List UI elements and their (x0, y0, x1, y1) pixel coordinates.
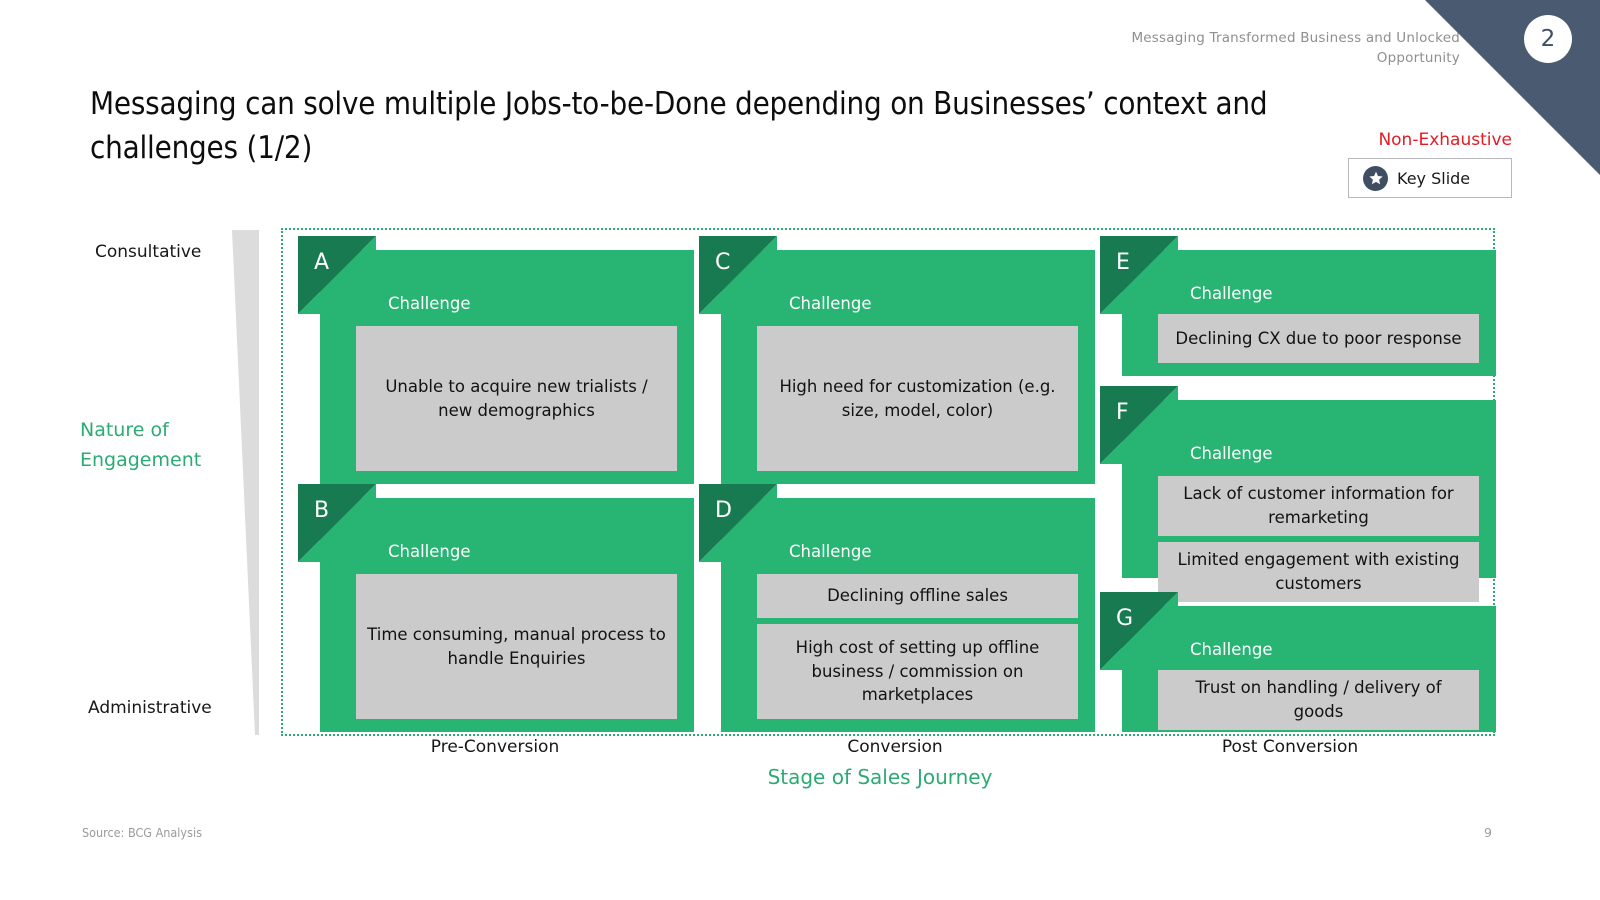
card-letter: E (1116, 250, 1130, 275)
x-axis-tick-post-conversion: Post Conversion (1221, 737, 1359, 757)
card-body: Challenge Declining CX due to poor respo… (1122, 250, 1496, 376)
card-items: Lack of customer information for remarke… (1158, 476, 1479, 602)
card-corner-fold (1100, 592, 1178, 670)
card-item: Declining offline sales (757, 574, 1078, 618)
card-letter: D (715, 498, 732, 523)
card-corner-fold (298, 484, 376, 562)
card-items: Declining offline sales High cost of set… (757, 574, 1078, 719)
card-items: Trust on handling / delivery of goods (1158, 670, 1479, 730)
card-corner-fold (699, 484, 777, 562)
card-letter: F (1116, 400, 1129, 425)
card-corner-fold (1100, 386, 1178, 464)
challenge-card-b[interactable]: Challenge Time consuming, manual process… (298, 484, 694, 732)
key-slide-badge[interactable]: Key Slide (1348, 158, 1512, 198)
y-axis-top-label: Consultative (95, 242, 202, 262)
star-badge-icon (1363, 165, 1388, 191)
card-items: Unable to acquire new trialists / new de… (356, 326, 677, 471)
y-axis-gradient-wedge (230, 230, 260, 735)
card-corner-fold (699, 236, 777, 314)
card-item: Limited engagement with existing custome… (1158, 541, 1479, 602)
card-body: Challenge Declining offline sales High c… (721, 498, 1095, 732)
page-number: 9 (1484, 825, 1492, 840)
card-heading: Challenge (1190, 284, 1273, 303)
card-letter: A (314, 250, 330, 275)
challenge-card-d[interactable]: Challenge Declining offline sales High c… (699, 484, 1095, 732)
card-letter: B (314, 498, 330, 523)
card-body: Challenge Time consuming, manual process… (320, 498, 694, 732)
card-corner-fold (1100, 236, 1178, 314)
header-kicker: Messaging Transformed Business and Unloc… (1131, 30, 1460, 67)
page-title: Messaging can solve multiple Jobs-to-be-… (90, 86, 1268, 167)
x-axis-title: Stage of Sales Journey (767, 765, 993, 789)
card-letter: G (1116, 606, 1134, 631)
card-item: High cost of setting up offline business… (757, 624, 1078, 719)
non-exhaustive-label: Non-Exhaustive (1378, 130, 1512, 150)
card-body: Challenge High need for customization (e… (721, 250, 1095, 484)
source-note: Source: BCG Analysis (82, 825, 202, 840)
card-item: High need for customization (e.g. size, … (757, 326, 1078, 471)
key-slide-label: Key Slide (1397, 168, 1471, 188)
card-body: Challenge Trust on handling / delivery o… (1122, 606, 1496, 732)
card-body: Challenge Lack of customer information f… (1122, 400, 1496, 602)
section-number-badge: 2 (1524, 15, 1572, 63)
card-corner-fold (298, 236, 376, 314)
card-item: Declining CX due to poor response (1158, 314, 1479, 363)
card-heading: Challenge (789, 294, 872, 313)
card-item: Unable to acquire new trialists / new de… (356, 326, 677, 471)
challenge-card-e[interactable]: Challenge Declining CX due to poor respo… (1100, 236, 1496, 376)
card-item: Trust on handling / delivery of goods (1158, 670, 1479, 730)
x-axis-tick-pre-conversion: Pre-Conversion (430, 737, 560, 757)
card-heading: Challenge (1190, 444, 1273, 463)
card-item: Lack of customer information for remarke… (1158, 476, 1479, 536)
challenge-card-g[interactable]: Challenge Trust on handling / delivery o… (1100, 592, 1496, 732)
y-axis-bottom-label: Administrative (88, 698, 212, 718)
card-items: Declining CX due to poor response (1158, 314, 1479, 363)
card-heading: Challenge (388, 294, 471, 313)
card-heading: Challenge (789, 542, 872, 561)
card-body: Challenge Unable to acquire new trialist… (320, 250, 694, 484)
card-item: Time consuming, manual process to handle… (356, 574, 677, 719)
card-items: High need for customization (e.g. size, … (757, 326, 1078, 471)
y-axis-title: Nature of Engagement (80, 419, 202, 472)
challenge-card-f[interactable]: Challenge Lack of customer information f… (1100, 386, 1496, 602)
card-letter: C (715, 250, 731, 275)
card-heading: Challenge (388, 542, 471, 561)
x-axis-tick-conversion: Conversion (847, 737, 943, 757)
card-heading: Challenge (1190, 640, 1273, 659)
challenge-card-a[interactable]: Challenge Unable to acquire new trialist… (298, 236, 694, 484)
challenge-card-c[interactable]: Challenge High need for customization (e… (699, 236, 1095, 484)
card-items: Time consuming, manual process to handle… (356, 574, 677, 719)
